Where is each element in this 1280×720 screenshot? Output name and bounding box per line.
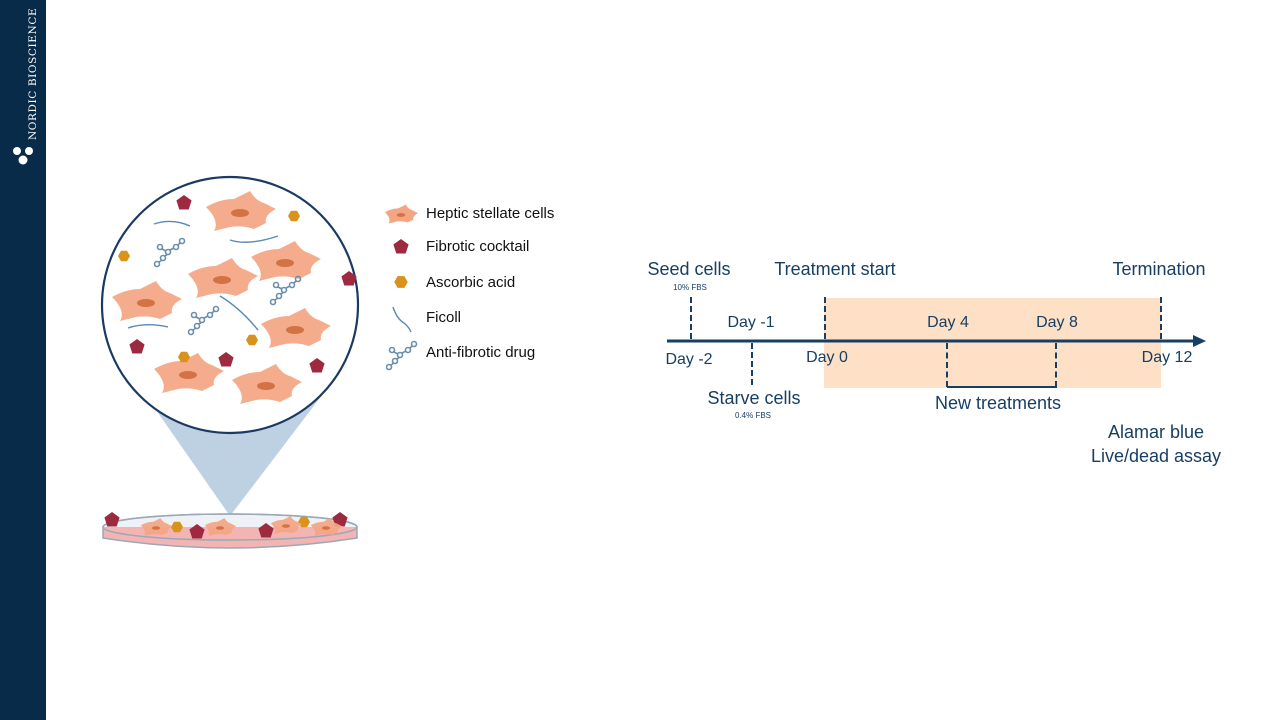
legend-label-fibrotic: Fibrotic cocktail — [426, 238, 530, 255]
illustration — [100, 175, 360, 549]
day-0-label: Day 0 — [806, 349, 848, 366]
marker-day-8 — [1055, 343, 1057, 387]
day-minus2-label: Day -2 — [665, 351, 713, 368]
marker-day-4 — [946, 343, 948, 387]
day-12-label: Day 12 — [1141, 349, 1193, 366]
new-treatments-label: New treatments — [934, 393, 1062, 413]
starve-cells-label: Starve cells — [707, 388, 801, 408]
marker-day-minus2 — [690, 297, 692, 339]
day-4-label: Day 4 — [927, 314, 969, 331]
seed-cells-label: Seed cells — [647, 259, 731, 279]
stellate-cell-icon — [384, 204, 418, 224]
molecule-icon — [386, 340, 418, 371]
day-minus1-label: Day -1 — [727, 314, 775, 331]
termination-label: Termination — [1112, 259, 1206, 279]
marker-day-12 — [1160, 297, 1162, 339]
marker-day-minus1 — [751, 343, 753, 385]
readout-livedead-label: Live/dead assay — [1090, 446, 1222, 466]
squiggle-icon — [392, 306, 412, 333]
brand-name: NORDIC BIOSCIENCE — [27, 7, 39, 140]
legend-label-ficoll: Ficoll — [426, 309, 462, 326]
pentagon-icon — [393, 239, 409, 254]
treatment-band — [824, 298, 1161, 388]
timeline-axis — [667, 335, 1206, 347]
starve-cells-note: 0.4% FBS — [734, 411, 772, 420]
marker-day-0 — [824, 297, 826, 339]
legend-label-antifibrotic: Anti-fibrotic drug — [426, 344, 536, 361]
readout-alamar-label: Alamar blue — [1107, 422, 1205, 442]
seed-cells-note: 10% FBS — [673, 283, 707, 292]
treatment-start-label: Treatment start — [774, 259, 896, 279]
brand-logo-icon — [13, 147, 33, 165]
new-treatments-bracket — [947, 386, 1057, 388]
legend-label-ascorbic: Ascorbic acid — [426, 274, 516, 291]
legend-label-stellate: Heptic stellate cells — [426, 205, 555, 222]
sidebar: NORDIC BIOSCIENCE — [0, 0, 46, 720]
hexagon-icon — [394, 276, 408, 288]
brand: NORDIC BIOSCIENCE — [4, 8, 42, 172]
day-8-label: Day 8 — [1036, 314, 1078, 331]
